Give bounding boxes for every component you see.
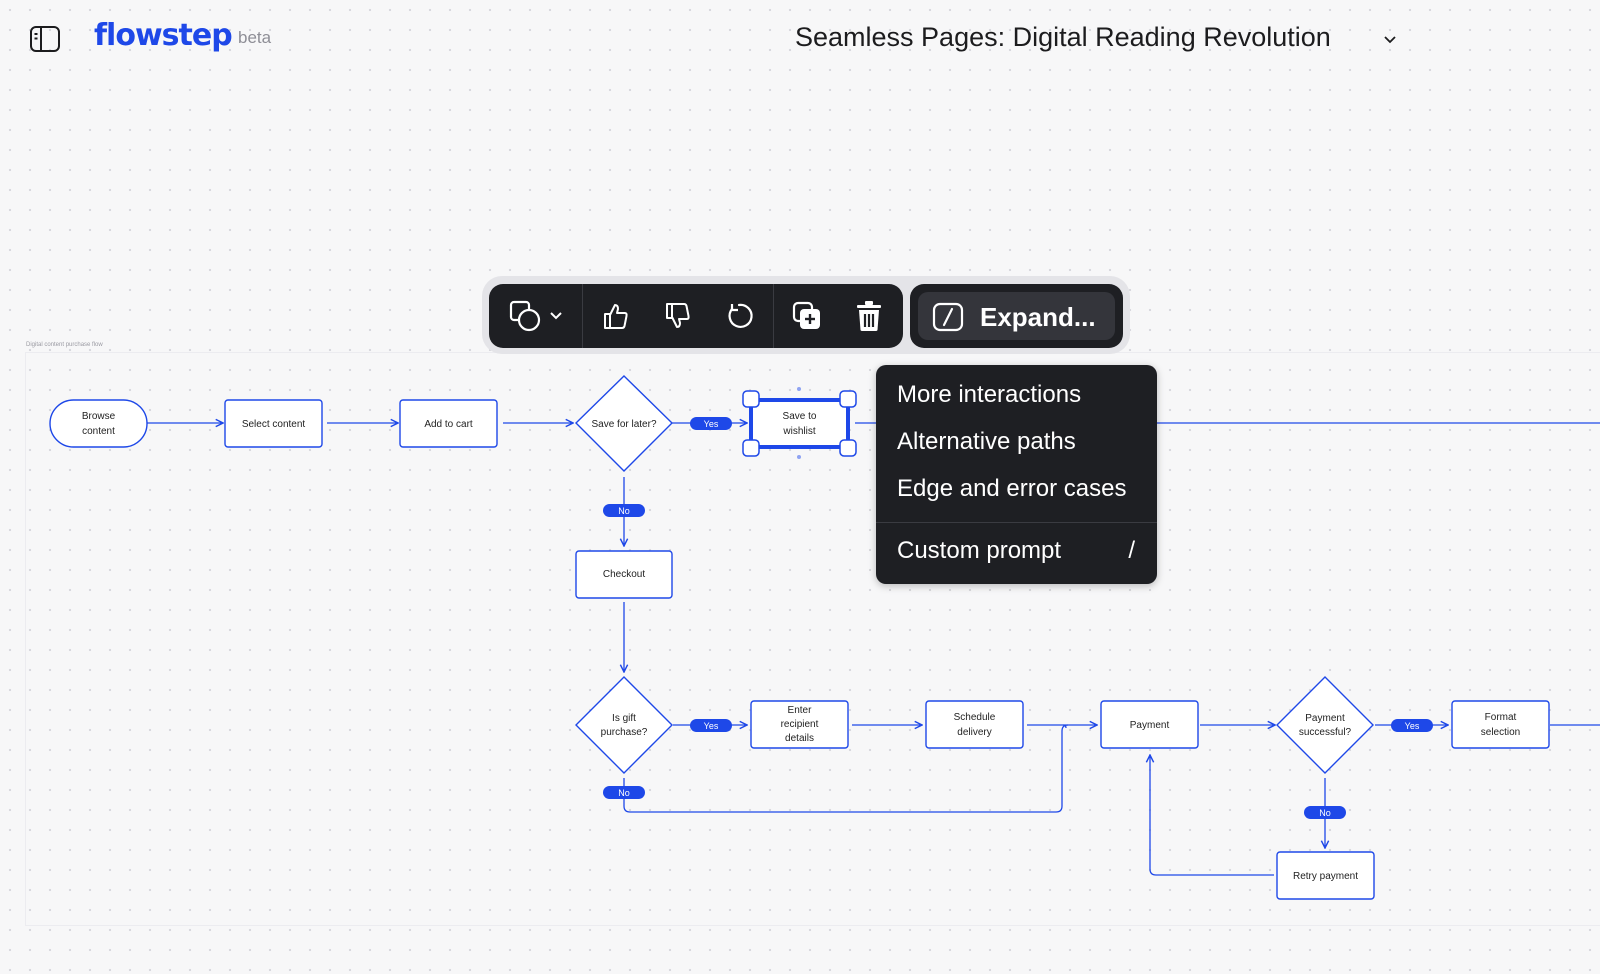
menu-item-label: Edge and error cases: [897, 475, 1127, 502]
chevron-down-icon: [1384, 36, 1396, 44]
document-title[interactable]: Seamless Pages: Digital Reading Revoluti…: [795, 22, 1331, 52]
selection-handles[interactable]: [742, 387, 857, 459]
document-menu-button[interactable]: [1380, 30, 1400, 50]
thumbs-up-button[interactable]: [585, 284, 645, 348]
frame-label: Digital content purchase flow: [26, 342, 103, 348]
duplicate-button[interactable]: [777, 284, 837, 348]
node-is-gift-purchase[interactable]: Is gift purchase?: [575, 676, 673, 774]
svg-text:Schedule: Schedule: [954, 712, 996, 723]
svg-text:Is gift: Is gift: [612, 713, 636, 724]
node-save-for-later[interactable]: Save for later?: [575, 375, 673, 472]
menu-item-label: Alternative paths: [897, 428, 1076, 455]
svg-text:Retry payment: Retry payment: [1293, 871, 1358, 882]
edge-schedule-payment: [1027, 724, 1067, 729]
svg-text:Yes: Yes: [704, 721, 719, 731]
svg-text:No: No: [618, 788, 630, 798]
label-yes-gift: Yes: [690, 719, 732, 732]
svg-text:recipient: recipient: [781, 719, 819, 730]
menu-item-more-interactions[interactable]: More interactions: [876, 371, 1157, 417]
svg-text:Save to: Save to: [783, 411, 817, 422]
expand-button[interactable]: Expand...: [910, 284, 1123, 348]
node-add-to-cart[interactable]: Add to cart: [399, 399, 498, 448]
node-browse-content[interactable]: Browse content: [49, 399, 148, 448]
regenerate-button[interactable]: [709, 284, 769, 348]
slash-command-icon: [932, 302, 964, 332]
svg-text:Checkout: Checkout: [603, 569, 645, 580]
svg-text:wishlist: wishlist: [782, 426, 815, 437]
svg-text:delivery: delivery: [957, 727, 991, 738]
svg-text:No: No: [618, 506, 630, 516]
edge-retry-payment: [1150, 755, 1274, 876]
svg-text:purchase?: purchase?: [601, 727, 648, 738]
svg-text:details: details: [785, 733, 814, 744]
node-schedule-delivery[interactable]: Schedule delivery: [925, 700, 1024, 749]
expand-menu: More interactions Alternative paths Edge…: [876, 365, 1157, 584]
trash-icon: [857, 301, 881, 331]
svg-text:Enter: Enter: [788, 705, 813, 716]
svg-text:selection: selection: [1481, 727, 1520, 738]
svg-text:Select content: Select content: [242, 419, 306, 430]
svg-text:Payment: Payment: [1130, 720, 1170, 731]
beta-badge: beta: [238, 28, 272, 47]
expand-button-highlight: Expand...: [918, 292, 1115, 340]
node-payment[interactable]: Payment: [1100, 700, 1199, 749]
app-header: flowstep beta Seamless Pages: Digital Re…: [0, 0, 1600, 78]
label-no-save: No: [603, 504, 645, 517]
label-no-payment: No: [1304, 806, 1346, 819]
svg-text:Yes: Yes: [704, 419, 719, 429]
menu-item-label: Custom prompt: [897, 537, 1062, 564]
sidebar-toggle-button[interactable]: [28, 24, 62, 54]
thumbs-down-icon: [666, 303, 690, 328]
svg-text:Payment: Payment: [1305, 713, 1345, 724]
svg-text:content: content: [82, 426, 115, 437]
node-save-to-wishlist[interactable]: Save to wishlist: [749, 398, 850, 449]
svg-text:successful?: successful?: [1299, 727, 1352, 738]
shapes-icon: [509, 300, 562, 332]
thumbs-up-icon: [604, 304, 628, 329]
shortcut-hint: /: [1128, 537, 1135, 564]
sidebar-toggle-icon: [30, 26, 60, 52]
app-logo[interactable]: flowstep: [94, 18, 233, 53]
node-checkout[interactable]: Checkout: [575, 550, 673, 599]
thumbs-down-button[interactable]: [647, 284, 707, 348]
expand-label: Expand...: [980, 302, 1096, 332]
node-enter-recipient[interactable]: Enter recipient details: [750, 700, 849, 749]
menu-divider: [876, 522, 1157, 523]
menu-item-label: More interactions: [897, 381, 1082, 408]
regenerate-icon: [728, 303, 753, 328]
node-toolbar: [489, 284, 903, 348]
shape-picker-button[interactable]: [497, 284, 577, 348]
svg-text:Browse: Browse: [82, 411, 116, 422]
svg-text:Add to cart: Add to cart: [424, 419, 473, 430]
menu-item-custom-prompt[interactable]: Custom prompt /: [876, 527, 1157, 573]
menu-item-edge-error-cases[interactable]: Edge and error cases: [876, 465, 1157, 511]
svg-text:Format: Format: [1485, 712, 1517, 723]
svg-text:Yes: Yes: [1405, 721, 1420, 731]
node-retry-payment[interactable]: Retry payment: [1276, 851, 1375, 900]
delete-button[interactable]: [839, 284, 899, 348]
edge-giftq-no-payment: [623, 724, 1069, 813]
label-yes-save: Yes: [690, 417, 732, 430]
label-no-gift: No: [603, 786, 645, 799]
menu-item-alternative-paths[interactable]: Alternative paths: [876, 418, 1157, 464]
svg-text:No: No: [1319, 808, 1331, 818]
svg-text:Save for later?: Save for later?: [591, 419, 656, 430]
node-payment-successful[interactable]: Payment successful?: [1276, 676, 1374, 774]
duplicate-icon: [792, 301, 820, 329]
node-format-selection[interactable]: Format selection: [1451, 700, 1550, 749]
node-select-content[interactable]: Select content: [224, 399, 323, 448]
label-yes-payment: Yes: [1391, 719, 1433, 732]
